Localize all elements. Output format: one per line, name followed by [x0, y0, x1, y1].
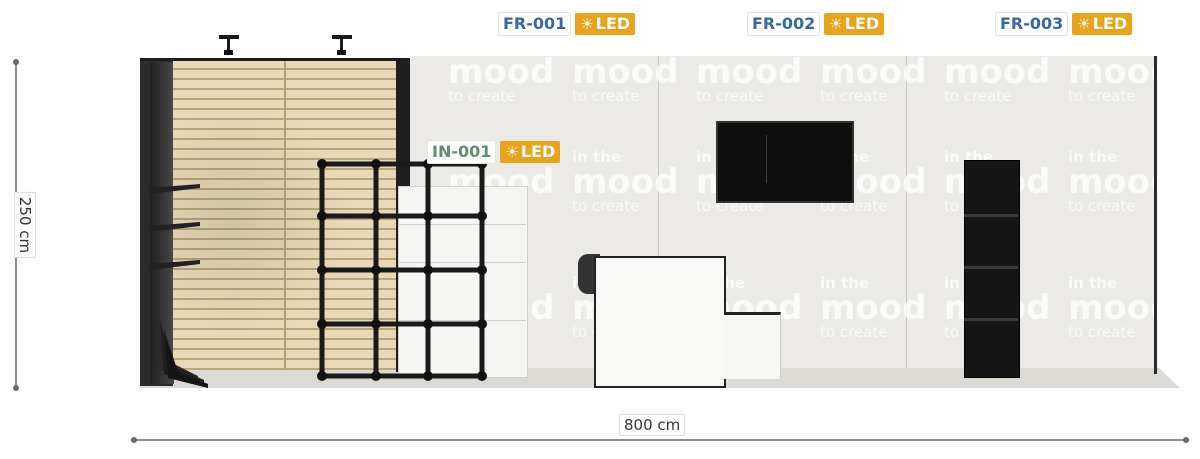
wall-shelves [148, 184, 208, 388]
tube-frame-shelf [317, 159, 487, 381]
wall-panel-3 [907, 56, 1155, 368]
led-text: LED [520, 142, 556, 161]
spotlight-icon [219, 35, 239, 55]
tv-screen [716, 121, 854, 203]
fixture-code: FR-002 [747, 12, 821, 36]
tv-reflection [766, 135, 767, 183]
height-label: 250 cm [14, 191, 37, 259]
tower-divider [964, 318, 1018, 321]
cabinet-line [398, 224, 526, 225]
led-badge: ☀LED [500, 141, 561, 163]
wall-right-edge [1154, 56, 1157, 374]
led-badge: ☀LED [824, 13, 885, 35]
wood-wall-frame-top [140, 58, 410, 61]
tower-divider [964, 266, 1018, 269]
cabinet-line [398, 262, 526, 263]
sun-icon: ☀ [580, 15, 594, 33]
fixture-code: IN-001 [427, 140, 497, 164]
label-fr-003: FR-003 ☀LED [995, 12, 1133, 36]
width-label: 800 cm [619, 414, 686, 436]
reception-counter [594, 256, 726, 388]
black-shelf-tower [964, 160, 1020, 378]
panel-seam-1 [658, 56, 659, 368]
tower-divider [964, 214, 1018, 217]
sun-icon: ☀ [505, 143, 519, 161]
led-badge: ☀LED [1072, 13, 1133, 35]
label-fr-002: FR-002 ☀LED [747, 12, 885, 36]
sun-icon: ☀ [829, 15, 843, 33]
led-text: LED [595, 14, 631, 33]
width-dimension-line [131, 437, 1189, 443]
led-text: LED [1092, 14, 1128, 33]
spotlight-icon [332, 35, 352, 55]
sun-icon: ☀ [1077, 15, 1091, 33]
led-text: LED [844, 14, 880, 33]
cabinet-line [398, 320, 526, 321]
led-badge: ☀LED [575, 13, 636, 35]
label-fr-001: FR-001 ☀LED [498, 12, 636, 36]
label-in-001: IN-001 ☀LED [427, 140, 561, 164]
fixture-code: FR-001 [498, 12, 572, 36]
wood-wall-seam [284, 60, 286, 370]
panel-seam-2 [906, 56, 907, 368]
fixture-code: FR-003 [995, 12, 1069, 36]
side-table [724, 312, 781, 379]
